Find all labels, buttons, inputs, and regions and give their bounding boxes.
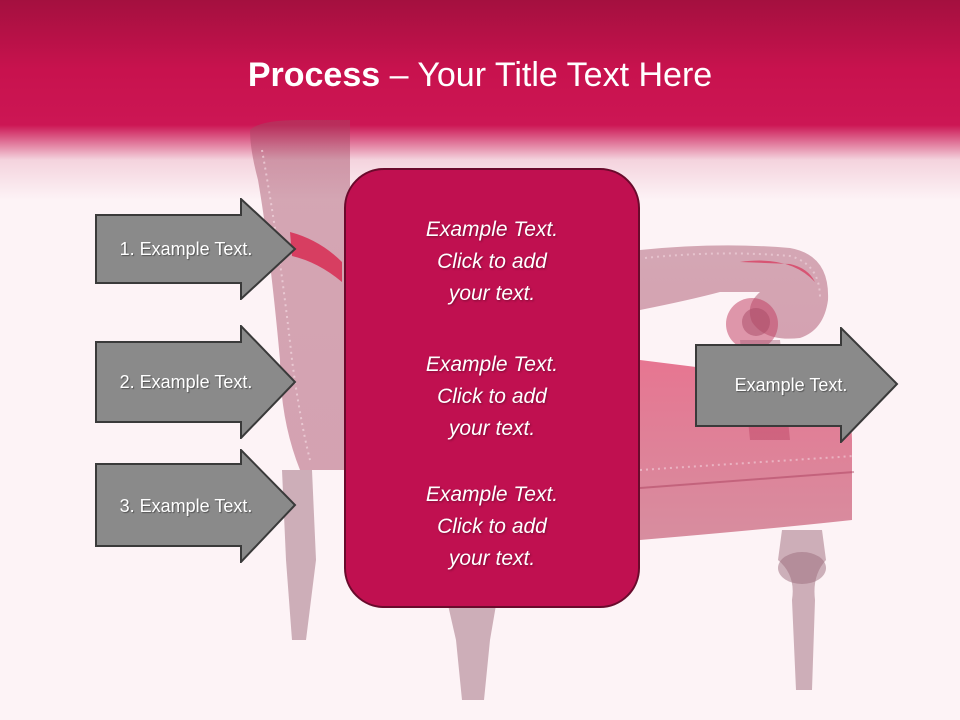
title-bold: Process <box>247 56 381 94</box>
center-text-block-3[interactable]: Example Text. Click to add your text. <box>425 483 559 570</box>
arrow-shape <box>695 327 899 443</box>
arrow-label: 1. Example Text. <box>119 238 253 259</box>
arrow-label: Example Text. <box>734 374 848 395</box>
arrow-shape <box>95 325 297 439</box>
process-arrow-2[interactable]: 2. Example Text. <box>95 325 297 439</box>
arrow-label: 3. Example Text. <box>119 495 253 516</box>
process-arrow-3[interactable]: 3. Example Text. <box>95 449 297 563</box>
arrow-label: 2. Example Text. <box>119 371 253 392</box>
process-arrow-1[interactable]: 1. Example Text. <box>95 198 297 300</box>
page-title[interactable]: Process – Your Title Text Here <box>0 50 960 100</box>
arrow-shape <box>95 449 297 563</box>
center-text-block-1[interactable]: Example Text. Click to add your text. <box>425 218 559 305</box>
title-rest: – Your Title Text Here <box>380 56 713 94</box>
title-banner <box>0 0 960 200</box>
center-text-block-2[interactable]: Example Text. Click to add your text. <box>425 353 559 440</box>
center-content-box[interactable]: Example Text. Click to add your text. Ex… <box>344 168 640 608</box>
output-arrow[interactable]: Example Text. <box>695 327 899 443</box>
arrow-shape <box>95 198 297 300</box>
